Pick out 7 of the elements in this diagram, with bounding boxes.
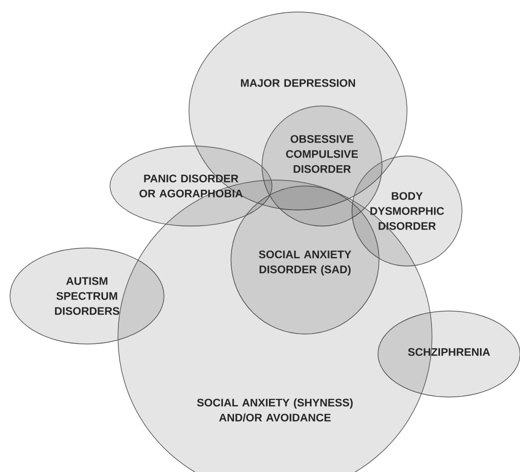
set-ellipse	[110, 146, 272, 226]
set-label: MAJOR DEPRESSION	[240, 79, 355, 87]
set-label: SOCIAL ANXIETY (SHYNESS) AND/OR AVOIDANCE	[197, 398, 353, 422]
set-label: AUTISM SPECTRUM DISORDERS	[55, 277, 120, 315]
set-ellipse	[378, 310, 520, 398]
set-label: OBSESSIVE COMPULSIVE DISORDER	[286, 135, 358, 173]
set-label: SOCIAL ANXIETY DISORDER (SAD)	[258, 250, 352, 276]
